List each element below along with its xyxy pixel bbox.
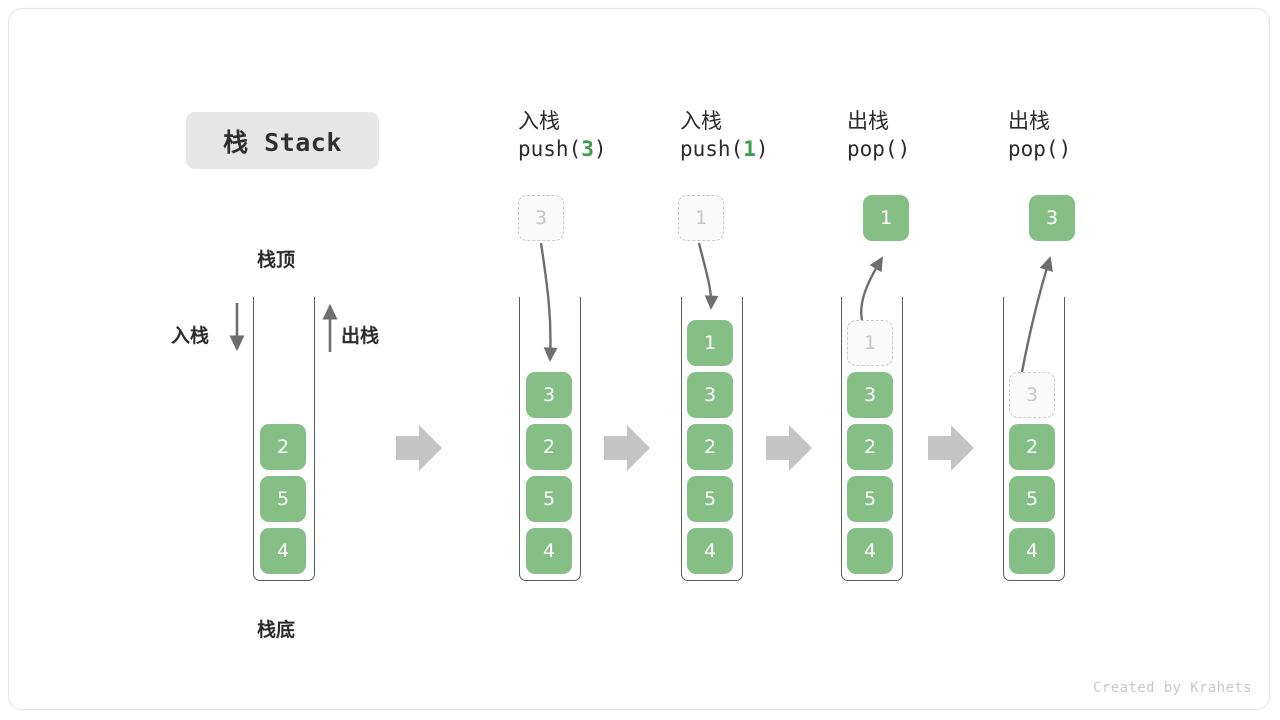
code-arg: 1: [743, 137, 756, 161]
column-header-push-3: 入栈 push(3): [518, 108, 607, 164]
floating-value-ghost: 1: [678, 195, 724, 241]
stack-cell: 4: [260, 528, 306, 574]
stack-cell: 5: [847, 476, 893, 522]
stack-cell: 5: [687, 476, 733, 522]
column-header-push-1: 入栈 push(1): [680, 108, 769, 164]
code-suffix: ): [593, 137, 607, 161]
stack-cell: 2: [526, 424, 572, 470]
stack-cell: 2: [1009, 424, 1055, 470]
code-prefix: pop(: [847, 137, 898, 161]
label-push-side: 入栈: [171, 325, 210, 347]
popped-value: 1: [863, 195, 909, 241]
code-prefix: pop(: [1008, 137, 1059, 161]
column-code-label: pop(): [1008, 134, 1071, 164]
column-cn-label: 出栈: [1008, 109, 1050, 133]
column-cn-label: 出栈: [847, 109, 889, 133]
column-header-pop-1: 出栈 pop(): [847, 108, 910, 164]
stack-cell-ghost: 3: [1009, 372, 1055, 418]
stack-cell: 1: [687, 320, 733, 366]
stack-container-initial: [253, 297, 315, 581]
code-prefix: push(: [680, 137, 744, 161]
stack-cell: 5: [260, 476, 306, 522]
stack-cell: 3: [526, 372, 572, 418]
label-pop-side: 出栈: [341, 325, 380, 347]
column-header-pop-3: 出栈 pop(): [1008, 108, 1071, 164]
stack-cell: 5: [526, 476, 572, 522]
stack-cell: 4: [1009, 528, 1055, 574]
label-stack-bottom: 栈底: [257, 619, 296, 641]
column-cn-label: 入栈: [518, 109, 560, 133]
label-stack-top: 栈顶: [257, 249, 296, 271]
stack-cell: 4: [687, 528, 733, 574]
credit-text: Created by Krahets: [1093, 680, 1252, 696]
stack-container-push-3: [519, 297, 581, 581]
stack-cell: 4: [847, 528, 893, 574]
popped-value: 3: [1029, 195, 1075, 241]
stack-cell: 3: [687, 372, 733, 418]
stack-cell: 3: [847, 372, 893, 418]
column-cn-label: 入栈: [680, 109, 722, 133]
column-code-label: push(1): [680, 134, 769, 164]
stack-cell: 2: [847, 424, 893, 470]
code-prefix: push(: [518, 137, 582, 161]
stack-cell: 4: [526, 528, 572, 574]
code-arg: 3: [581, 137, 594, 161]
stack-container-pop-3: [1003, 297, 1065, 581]
code-suffix: ): [755, 137, 769, 161]
code-suffix: ): [897, 137, 911, 161]
floating-value-ghost: 3: [518, 195, 564, 241]
column-code-label: push(3): [518, 134, 607, 164]
stack-container-push-1: [681, 297, 743, 581]
code-suffix: ): [1058, 137, 1072, 161]
stack-cell: 2: [687, 424, 733, 470]
stack-cell: 2: [260, 424, 306, 470]
column-code-label: pop(): [847, 134, 910, 164]
stack-cell-ghost: 1: [847, 320, 893, 366]
stack-container-pop-1: [841, 297, 903, 581]
stack-cell: 5: [1009, 476, 1055, 522]
diagram-title-chip: 栈 Stack: [186, 112, 379, 169]
